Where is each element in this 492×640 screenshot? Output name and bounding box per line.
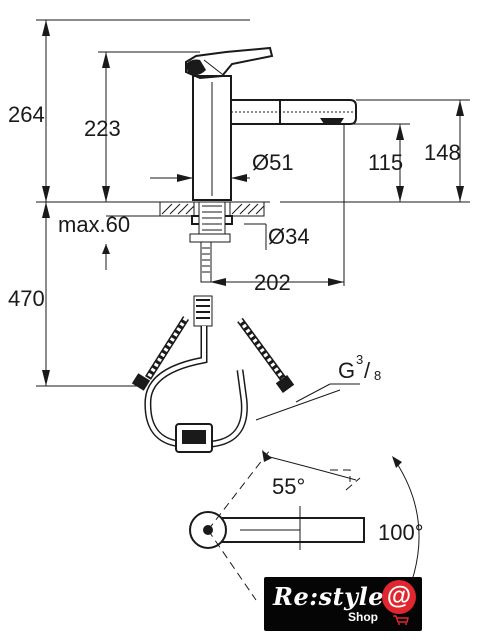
top-view (189, 449, 420, 611)
label-connection-slash: / (364, 358, 371, 383)
dimension-264-line (36, 19, 250, 202)
label-diameter-51: Ø51 (252, 150, 294, 175)
supply-hoses (131, 241, 295, 453)
label-115: 115 (368, 150, 403, 175)
dimension-223-line (98, 51, 200, 202)
countertop (159, 201, 265, 243)
dimension-148-line (280, 99, 470, 203)
logo-at-icon: @ (382, 580, 416, 614)
label-148: 148 (424, 140, 461, 165)
label-swivel-angle: 55° (272, 474, 305, 499)
diameter-34-line (244, 223, 267, 250)
dimension-115-line (344, 123, 410, 202)
label-223: 223 (84, 116, 121, 141)
label-max60: max.60 (58, 212, 130, 237)
cart-icon (393, 615, 409, 625)
label-470: 470 (8, 286, 45, 311)
max60-dimension-line (102, 215, 160, 270)
label-connection-numerator: 3 (356, 352, 363, 367)
logo-shop-text: Shop (348, 610, 378, 624)
faucet-body (185, 46, 357, 201)
dimension-470-line (36, 202, 140, 387)
label-rotation-angle: 100° (378, 520, 424, 545)
label-diameter-34: Ø34 (268, 224, 310, 249)
label-202: 202 (254, 270, 291, 295)
connection-leader-line (255, 383, 360, 421)
logo-brand-text: Re:style (273, 582, 385, 611)
dimension-202-line (210, 124, 345, 286)
label-264: 264 (8, 102, 45, 127)
label-connection-g: G (338, 358, 355, 383)
diameter-51-line (150, 174, 250, 182)
restyle-shop-logo: Re:style @ Shop (264, 577, 422, 631)
label-connection-denominator: 8 (374, 368, 381, 383)
